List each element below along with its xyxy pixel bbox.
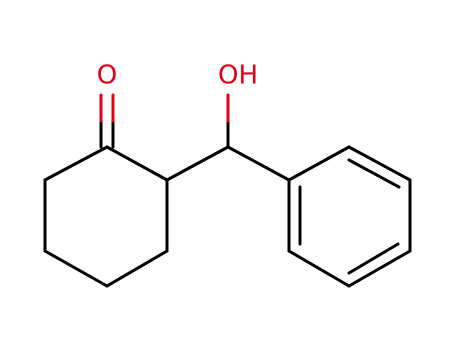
hydroxyl-label: OH (218, 61, 258, 91)
phenyl-inner-double-1 (347, 158, 401, 189)
phenyl-bond-4 (347, 249, 412, 288)
phenyl-bond-2 (347, 145, 412, 182)
phenyl-ring (287, 145, 412, 288)
bond-carbinol-phenyl (226, 145, 291, 182)
bond-c6-c1 (43, 145, 109, 182)
bond-c3-c4 (105, 249, 169, 288)
bond-c4-c5 (43, 249, 109, 288)
carbinol-linkage (165, 93, 291, 182)
ketone-oxygen-label: O (97, 61, 117, 91)
phenyl-bond-1 (287, 145, 351, 182)
carbonyl-double-bond (99, 93, 115, 149)
bond-c2-carbinol (165, 145, 230, 182)
phenyl-bond-5 (287, 249, 351, 288)
cyclohexanone-ring (43, 145, 169, 288)
bond-c1-c2 (105, 145, 169, 182)
phenyl-inner-double-2 (347, 242, 400, 275)
